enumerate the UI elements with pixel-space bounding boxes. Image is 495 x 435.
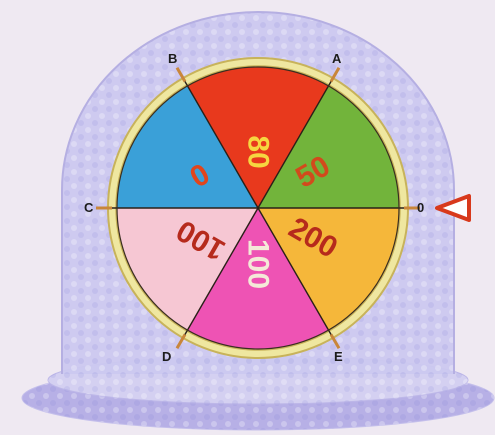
point-label-a: A bbox=[332, 51, 342, 66]
point-label-d: D bbox=[162, 349, 171, 364]
point-label-c: C bbox=[84, 200, 94, 215]
sector-value-100-pink: 100 bbox=[242, 239, 275, 289]
point-label-b: B bbox=[168, 51, 177, 66]
point-label-zero: 0 bbox=[417, 200, 424, 215]
point-label-e: E bbox=[334, 349, 343, 364]
sector-value-80: 80 bbox=[242, 135, 275, 168]
